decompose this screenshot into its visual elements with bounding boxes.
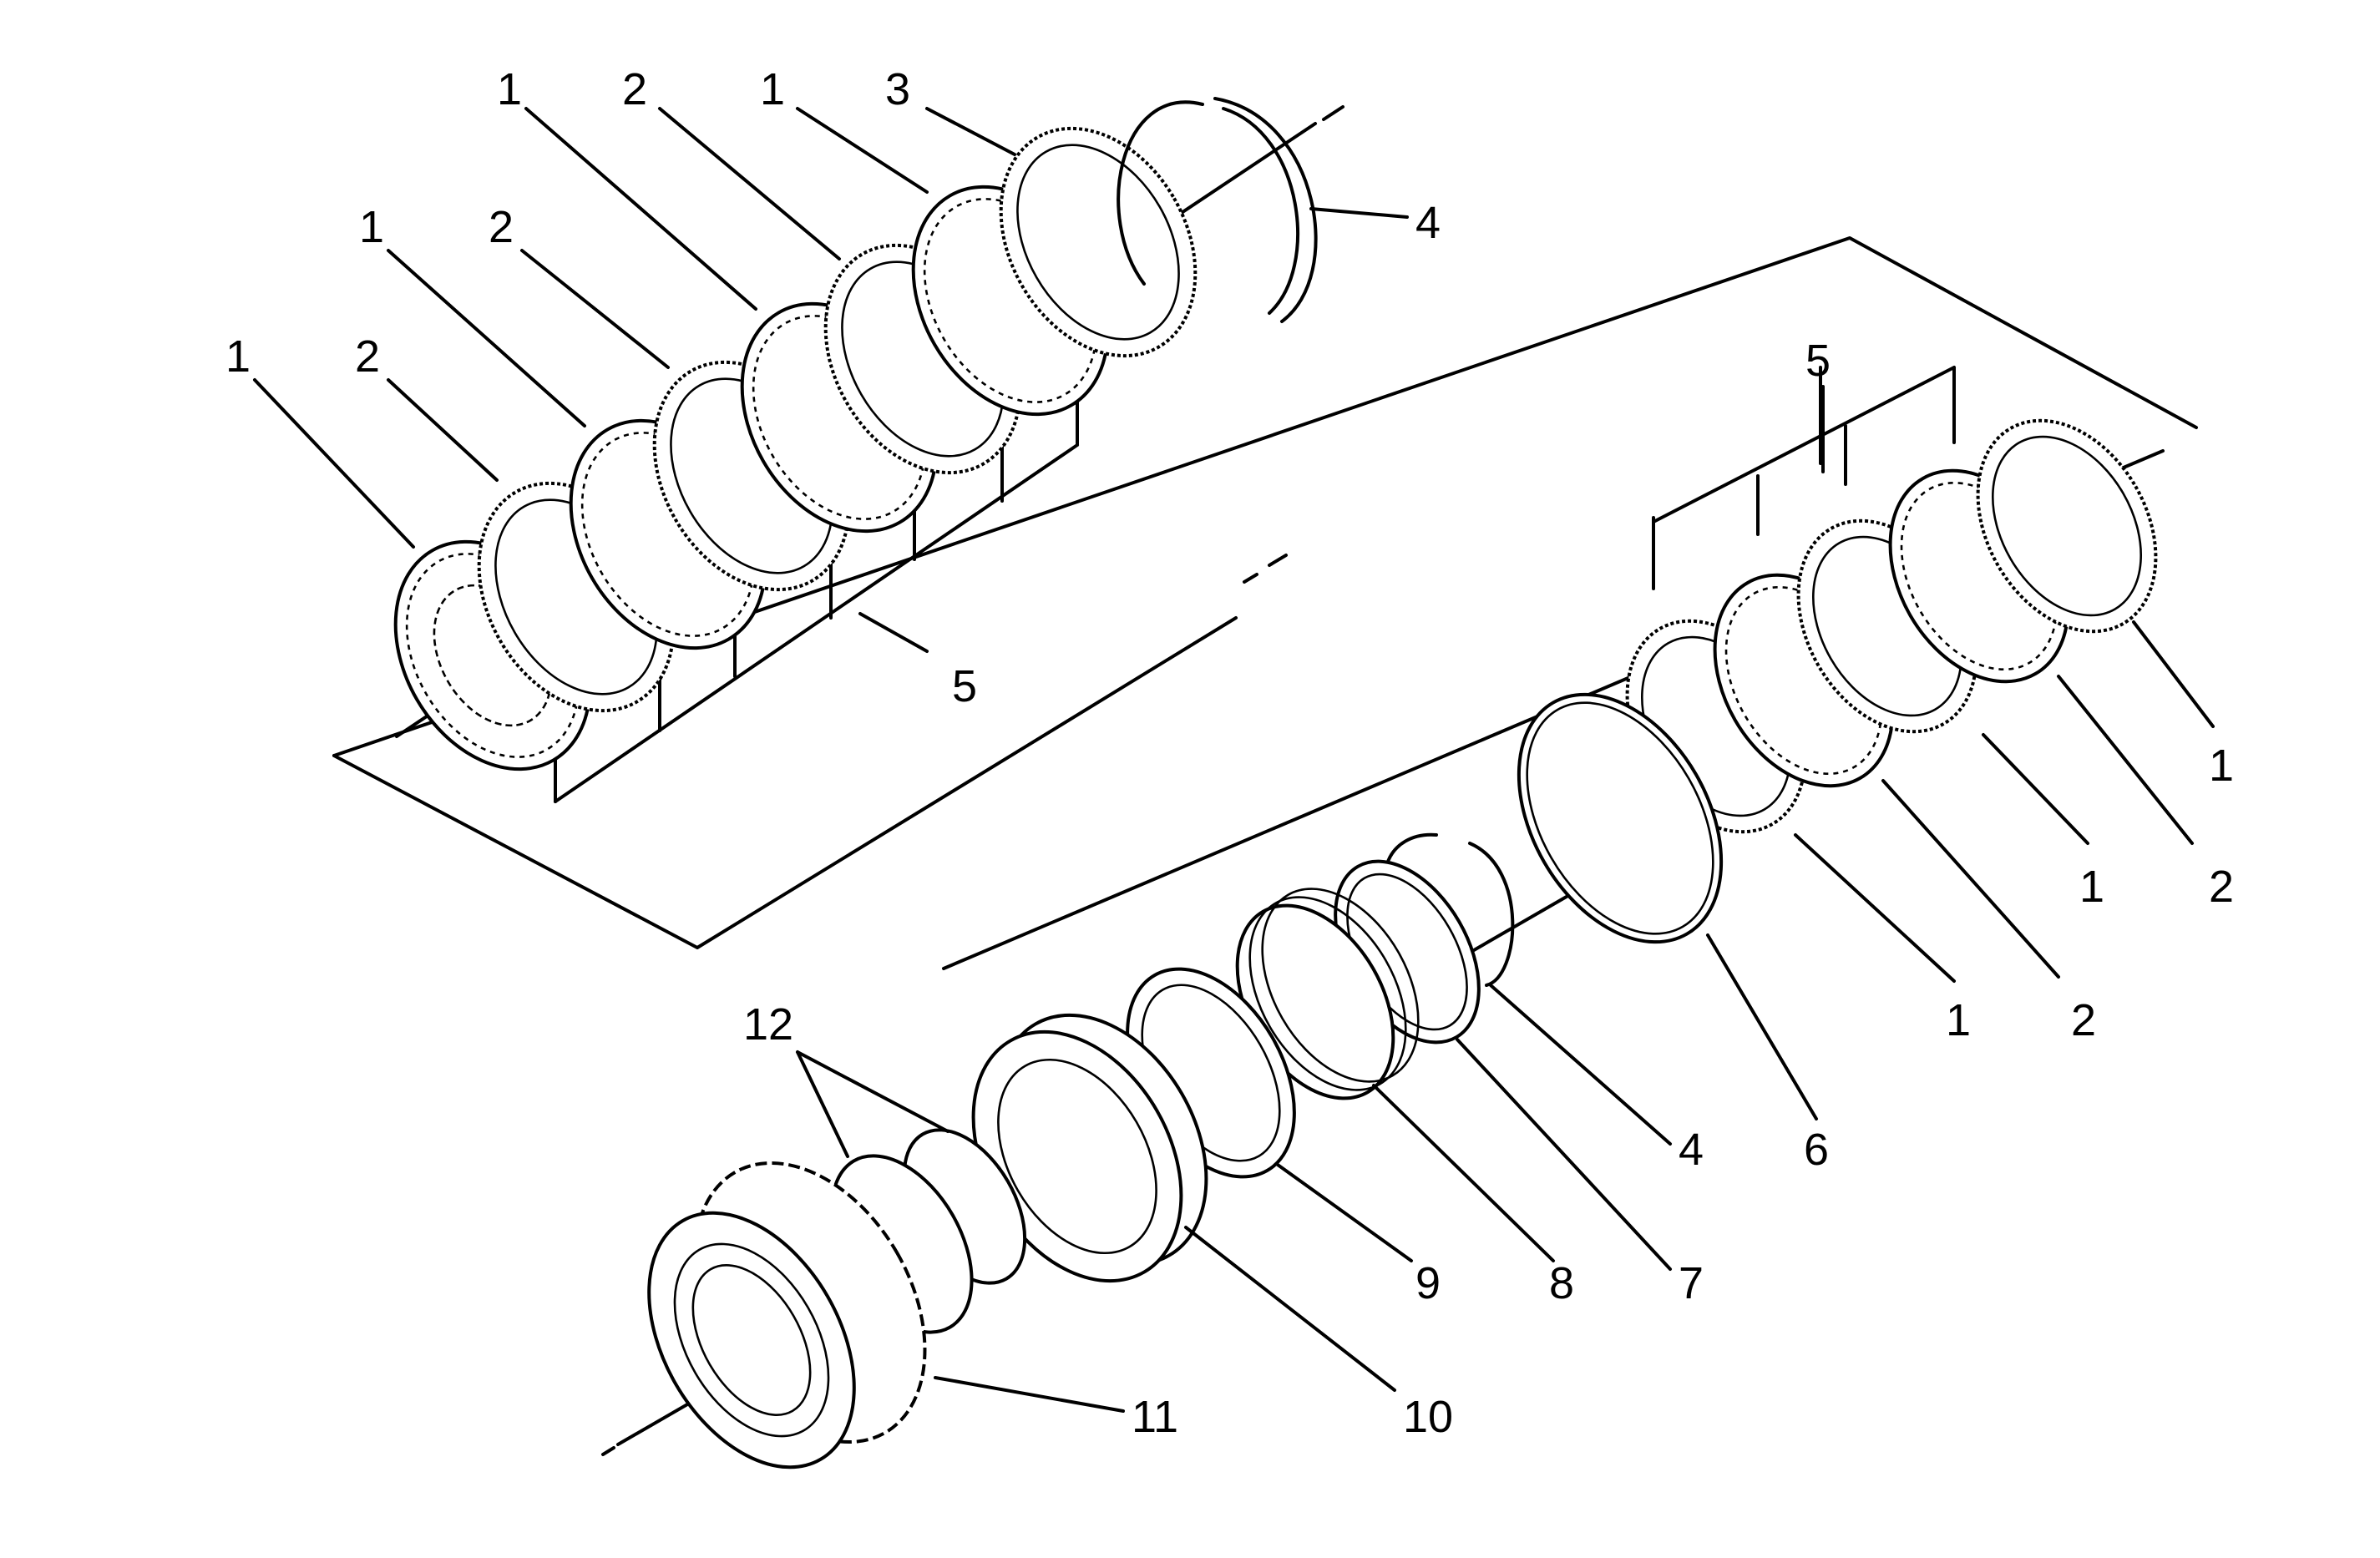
leader-top-5: [858, 612, 929, 653]
upper-snap-ring: [1117, 97, 1318, 323]
callout-bottom-12: 12: [743, 999, 793, 1050]
callout-right-2b: 2: [2071, 995, 2096, 1045]
bottom-axis-dash: [601, 1446, 615, 1456]
callout-top-2c: 2: [622, 64, 647, 114]
part-6-ring: [1517, 692, 1724, 944]
leader-right-2b: [1881, 779, 2060, 979]
leader-bottom-9: [1276, 1163, 1413, 1262]
right-stand-lines: [1652, 366, 1956, 590]
callout-bottom-6: 6: [1804, 1125, 1829, 1175]
leader-top-1a: [253, 378, 415, 549]
part-10-piston: [971, 1013, 1208, 1283]
upper-group-plane-lower: [332, 616, 1238, 949]
callout-bottom-9: 9: [1415, 1258, 1441, 1308]
upper-stand-lines: [554, 384, 1079, 803]
callout-right-2a: 2: [2209, 862, 2234, 912]
leader-top-3: [925, 107, 1016, 156]
leader-bottom-4: [1489, 984, 1672, 1146]
callout-top-3: 3: [885, 64, 910, 114]
upper-axis-dash-1: [1322, 105, 1344, 121]
upper-group-plane: [332, 236, 2198, 757]
upper-clutch-pack: 1 2 1 2 1 2 1 3 4 5: [225, 64, 2198, 949]
callout-bottom-8: 8: [1549, 1258, 1574, 1308]
callout-top-2b: 2: [489, 202, 514, 252]
callout-bottom-10: 10: [1403, 1392, 1453, 1442]
upper-axis-dash-3: [1268, 554, 1288, 567]
callout-top-1a: 1: [225, 331, 251, 382]
callout-top-1c: 1: [497, 64, 522, 114]
callout-top-1d: 1: [760, 64, 785, 114]
callout-top-4: 4: [1415, 198, 1441, 248]
leader-right-1b: [1982, 733, 2089, 845]
piston-and-hub-assembly: 12 4 6 7 8 9 10 11: [601, 692, 1829, 1469]
leader-bottom-10: [1184, 1226, 1396, 1392]
leader-top-4: [1309, 207, 1409, 219]
callout-top-5: 5: [952, 661, 977, 711]
leader-right-1c: [1794, 833, 1956, 983]
lower-right-clutch-pack: 5 1 2 1 2 1: [942, 336, 2234, 1045]
leader-top-1d: [796, 107, 929, 194]
leader-bottom-12: [796, 1050, 949, 1158]
leader-top-2c: [658, 107, 841, 261]
callout-right-5: 5: [1805, 336, 1831, 386]
leader-bottom-6: [1706, 933, 1818, 1120]
callout-bottom-11: 11: [1132, 1392, 1178, 1442]
leader-bottom-11: [934, 1376, 1125, 1413]
leader-top-1c: [524, 107, 757, 311]
part-11-hub: [647, 1161, 927, 1469]
leader-top-2b: [520, 249, 670, 369]
upper-axis-dash-2: [1243, 573, 1258, 584]
callout-right-1b: 1: [2079, 862, 2104, 912]
callout-right-1c: 1: [1946, 995, 1971, 1045]
callout-bottom-4: 4: [1679, 1125, 1704, 1175]
callout-top-1b: 1: [359, 202, 384, 252]
leader-top-1b: [387, 249, 586, 427]
leader-right-2a: [2057, 675, 2194, 845]
right-disc-5: [1976, 418, 2158, 634]
leader-bottom-8: [1372, 1084, 1555, 1262]
callout-top-2a: 2: [355, 331, 380, 382]
callout-bottom-7: 7: [1679, 1258, 1704, 1308]
leader-top-2a: [387, 378, 499, 482]
leader-bottom-7: [1456, 1038, 1672, 1271]
leader-right-1a: [2132, 620, 2215, 728]
upper-disc-8-backing: [999, 126, 1198, 358]
callout-right-1a: 1: [2209, 741, 2234, 791]
